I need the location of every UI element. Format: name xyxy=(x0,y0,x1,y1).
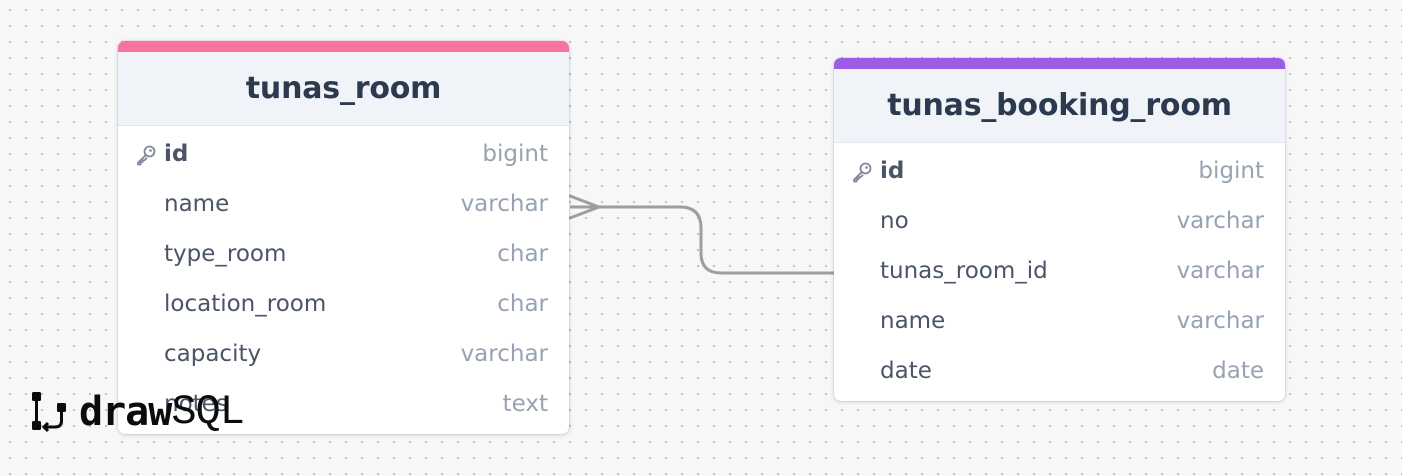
column-name: location_room xyxy=(164,291,327,317)
column-type: text xyxy=(502,391,548,417)
column-type: varchar xyxy=(1176,308,1264,334)
column-row-name[interactable]: name varchar xyxy=(834,296,1285,346)
column-name: id xyxy=(164,141,189,167)
primary-key-icon xyxy=(137,145,156,166)
column-row-id[interactable]: id bigint xyxy=(118,129,569,179)
column-name: date xyxy=(880,358,932,384)
column-type: char xyxy=(497,241,548,267)
crows-foot-many-icon xyxy=(568,194,601,220)
column-name: name xyxy=(880,308,946,334)
table-header[interactable]: tunas_booking_room xyxy=(834,69,1285,143)
column-type: bigint xyxy=(1198,158,1264,184)
drawsql-logo-icon xyxy=(32,392,66,433)
column-name: id xyxy=(880,158,905,184)
column-row-capacity[interactable]: capacity varchar xyxy=(118,329,569,379)
column-name: notes xyxy=(164,391,228,417)
primary-key-icon xyxy=(853,162,872,183)
column-row-location-room[interactable]: location_room char xyxy=(118,279,569,329)
column-row-name[interactable]: name varchar xyxy=(118,179,569,229)
logo-text-draw: draw xyxy=(79,389,172,435)
column-type: varchar xyxy=(460,191,548,217)
column-name: no xyxy=(880,208,909,234)
column-row-date[interactable]: date date xyxy=(834,346,1285,396)
table-title: tunas_room xyxy=(245,71,442,106)
column-type: varchar xyxy=(460,341,548,367)
column-row-type-room[interactable]: type_room char xyxy=(118,229,569,279)
table-accent-bar xyxy=(118,41,569,52)
column-type: date xyxy=(1212,358,1264,384)
table-title: tunas_booking_room xyxy=(887,88,1232,123)
column-type: bigint xyxy=(482,141,548,167)
drawsql-logo: draw SQL xyxy=(30,388,245,436)
logo-text-sql: SQL xyxy=(171,388,245,436)
column-row-notes[interactable]: notes text xyxy=(118,379,569,429)
column-row-tunas-room-id[interactable]: tunas_room_id varchar xyxy=(834,246,1285,296)
column-type: char xyxy=(497,291,548,317)
column-row-no[interactable]: no varchar xyxy=(834,196,1285,246)
column-type: varchar xyxy=(1176,258,1264,284)
column-name: type_room xyxy=(164,241,287,267)
table-accent-bar xyxy=(834,58,1285,69)
relationship-line[interactable] xyxy=(570,205,834,275)
table-header[interactable]: tunas_room xyxy=(118,52,569,126)
column-row-id[interactable]: id bigint xyxy=(834,146,1285,196)
column-name: capacity xyxy=(164,341,262,367)
column-type: varchar xyxy=(1176,208,1264,234)
column-name: tunas_room_id xyxy=(880,258,1048,284)
column-name: name xyxy=(164,191,230,217)
